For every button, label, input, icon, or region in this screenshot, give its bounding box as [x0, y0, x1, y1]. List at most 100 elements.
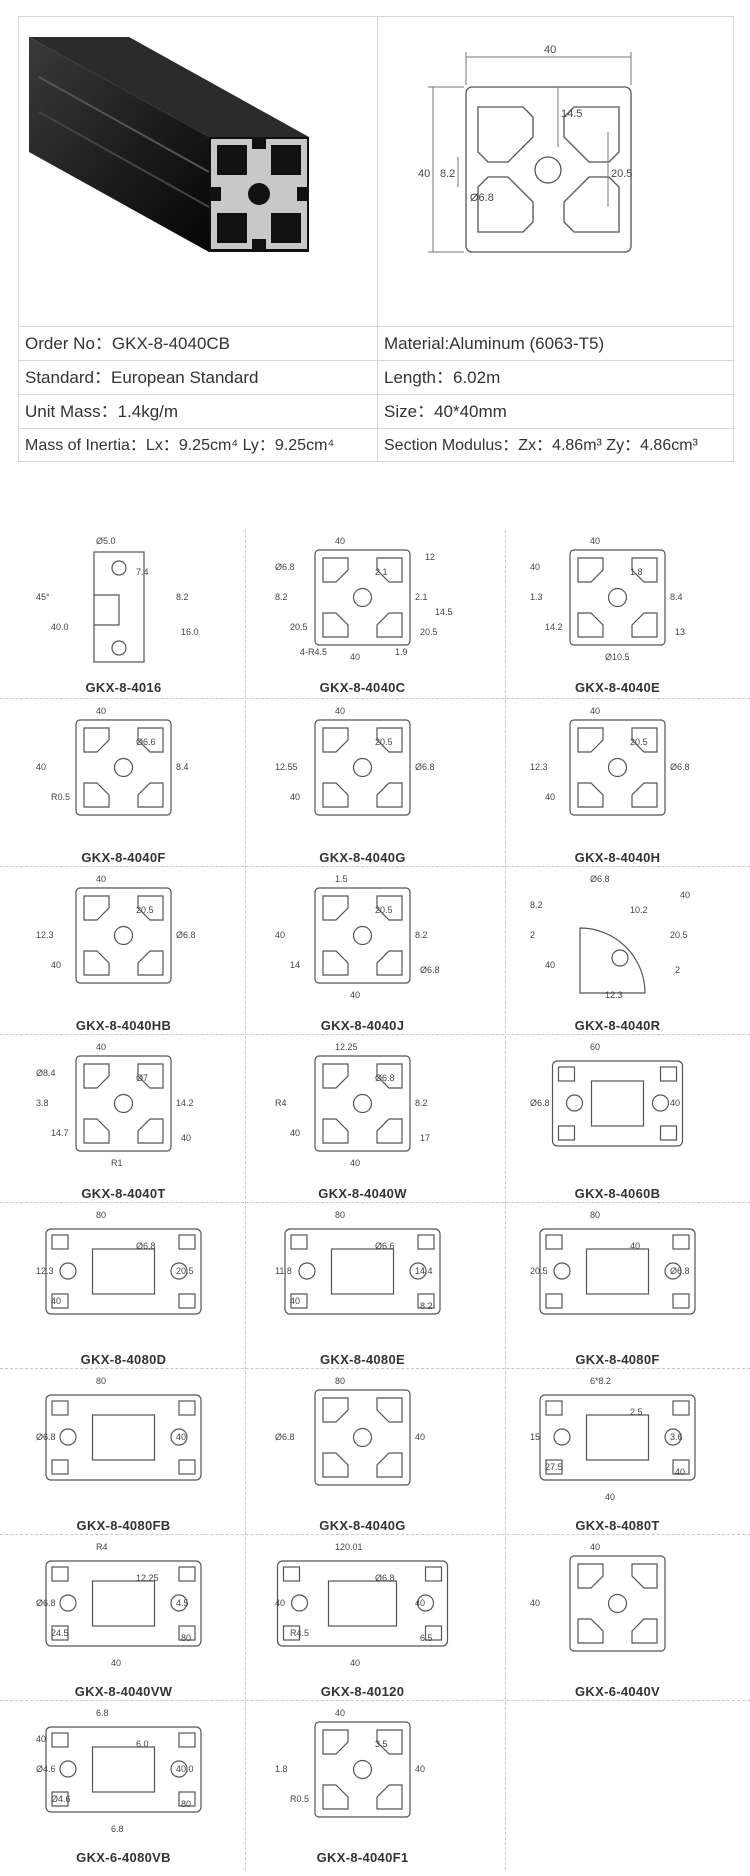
- profile-code-label: GKX-8-4040R: [574, 1018, 661, 1033]
- dimension-label: 40: [605, 1492, 615, 1502]
- drawing-height-label: 40: [418, 168, 430, 180]
- dimension-label: 27.5: [545, 1462, 563, 1472]
- dimension-label: 80: [335, 1210, 345, 1220]
- profile-code-label: GKX-8-4080D: [80, 1352, 167, 1367]
- dimension-label: 3.5: [375, 1739, 388, 1749]
- dimension-label: 40: [530, 1598, 540, 1608]
- dimension-label: 40: [290, 1128, 300, 1138]
- dimension-label: 10.2: [630, 905, 648, 915]
- order-no: Order No：GKX-8-4040CB: [19, 327, 378, 360]
- profile-code-label: GKX-8-4080E: [320, 1352, 405, 1367]
- mass-of-inertia: Mass of Inertia：Lx：9.25cm⁴ Ly：9.25cm⁴: [19, 429, 378, 462]
- spec-row: Standard：European Standard Length：6.02m: [19, 360, 735, 394]
- dimension-label: 1.3: [530, 592, 543, 602]
- dimension-label: 13: [675, 627, 685, 637]
- dimension-label: 20.5: [630, 737, 648, 747]
- dimension-label: 40: [51, 1296, 61, 1306]
- dimension-label: 40.0: [51, 622, 69, 632]
- dimension-label: 1.9: [395, 647, 408, 657]
- dimension-label: 40: [630, 1241, 640, 1251]
- dimension-label: Ø6.8: [36, 1432, 56, 1442]
- dimension-label: 14.7: [51, 1128, 69, 1138]
- dimension-label: 40: [675, 1467, 685, 1477]
- dimension-label: 40: [545, 792, 555, 802]
- dimension-label: 40: [530, 562, 540, 572]
- profile-code-label: GKX-8-4040F1: [316, 1850, 409, 1865]
- dimension-label: 20.5: [670, 930, 688, 940]
- profile-code-label: GKX-8-4040H: [574, 850, 661, 865]
- profile-code-label: GKX-8-4040G: [319, 850, 406, 865]
- profile-code-label: GKX-8-40120: [320, 1684, 405, 1699]
- dimension-label: 11.8: [275, 1266, 292, 1276]
- dimension-label: 20.5: [176, 1266, 194, 1276]
- dimension-label: 40: [350, 990, 360, 1000]
- dimension-label: 80: [96, 1210, 106, 1220]
- dimension-label: 8.2: [530, 900, 543, 910]
- dimension-label: 3.6: [670, 1432, 683, 1442]
- dimension-label: R4: [275, 1098, 287, 1108]
- dimension-label: Ø6.8: [415, 762, 435, 772]
- dimension-label: Ø6.8: [670, 1266, 690, 1276]
- dimension-label: Ø4.6: [51, 1794, 71, 1804]
- dimension-label: Ø6.8: [275, 1432, 295, 1442]
- dimension-label: 6.5: [420, 1633, 433, 1643]
- dimension-label: 40: [415, 1432, 425, 1442]
- dimension-label: 14.2: [545, 622, 563, 632]
- dimension-label: 12.25: [136, 1573, 159, 1583]
- dimension-label: 2.5: [630, 1407, 643, 1417]
- drawing-dim-a: 14.5: [561, 108, 582, 120]
- dimension-label: 20.5: [420, 627, 438, 637]
- dimension-label: 40: [335, 706, 345, 716]
- drawing-width-label: 40: [544, 44, 556, 56]
- dimension-label: 8.4: [670, 592, 683, 602]
- dimension-label: R4: [96, 1542, 108, 1552]
- dimension-label: 12.3: [530, 762, 548, 772]
- dimension-label: 80: [181, 1633, 191, 1643]
- dimension-label: 2.1: [415, 592, 428, 602]
- dimension-label: 17: [420, 1133, 430, 1143]
- dimension-label: 40: [36, 1734, 46, 1744]
- dimension-label: 80: [335, 1376, 345, 1386]
- dimension-label: Ø7: [136, 1073, 148, 1083]
- dimension-label: 40: [176, 1432, 186, 1442]
- dimension-label: Ø6.8: [275, 562, 295, 572]
- dimension-label: 40: [96, 874, 106, 884]
- product-spec-card: 40 40 14.5 20.5 8.2 Ø6.8 Order No：GKX-8-…: [18, 16, 735, 462]
- dimension-label: 6*8.2: [590, 1376, 611, 1386]
- dimension-label: 40: [415, 1598, 425, 1608]
- profile-code-label: GKX-8-4040G: [319, 1518, 406, 1533]
- profile-code-label: GKX-8-4040T: [81, 1186, 166, 1201]
- dimension-label: 45°: [36, 592, 50, 602]
- dimension-label: 40: [680, 890, 690, 900]
- dimension-label: 12.25: [335, 1042, 358, 1052]
- profile-code-label: GKX-8-4060B: [574, 1186, 661, 1201]
- dimension-label: Ø6.8: [670, 762, 690, 772]
- dimension-label: 40: [96, 706, 106, 716]
- row-divider: [0, 1700, 750, 1701]
- dimension-label: Ø6.8: [136, 1241, 156, 1251]
- dimension-label: R4.5: [290, 1628, 309, 1638]
- dimension-label: 40: [181, 1133, 191, 1143]
- dimension-label: 2: [530, 930, 535, 940]
